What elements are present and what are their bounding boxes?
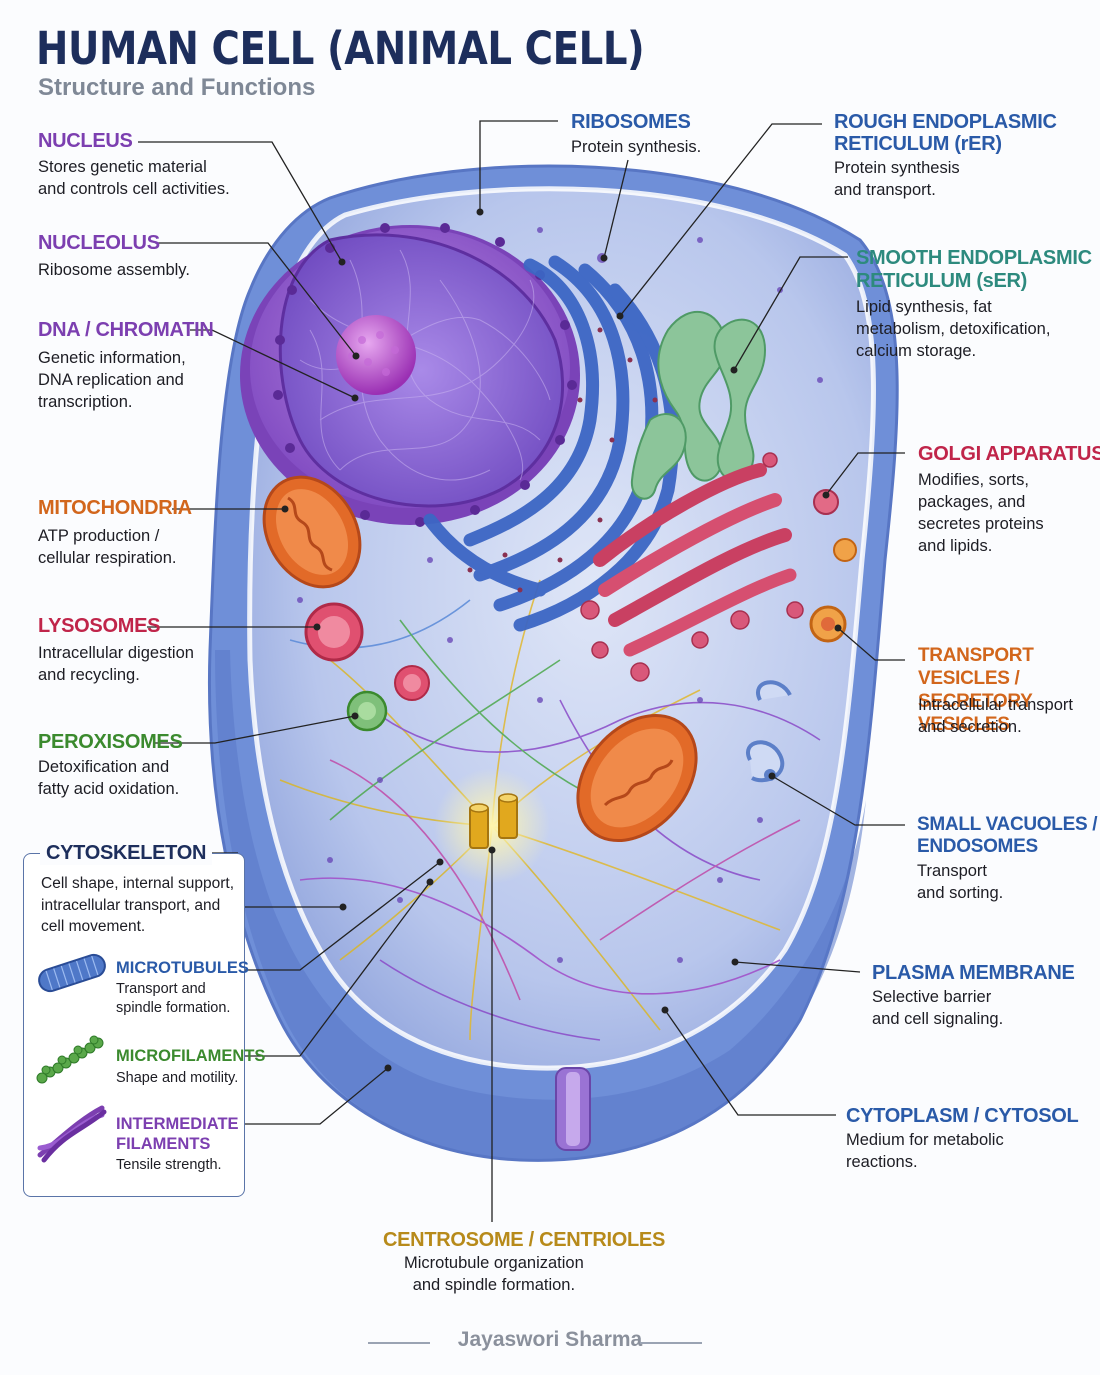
footer-rule-right (640, 1342, 702, 1344)
desc-mitochondria: ATP production / cellular respiration. (38, 527, 177, 567)
label-rough-er: ROUGH ENDOPLASMIC RETICULUM (rER) (834, 111, 1057, 155)
label-centrosome: CENTROSOME / CENTRIOLES (383, 1229, 666, 1251)
label-vacuoles-endosomes: SMALL VACUOLES / ENDOSOMES (917, 814, 1098, 857)
smooth-er-art (630, 310, 767, 500)
desc-cytoplasm: Medium for metabolic reactions. (846, 1131, 1004, 1171)
desc-transport-vesicles: Intracellular transport and secretion. (918, 696, 1073, 736)
desc-peroxisomes: Detoxification and fatty acid oxidation. (38, 758, 180, 798)
label-nucleus: NUCLEUS (38, 130, 133, 152)
desc-centrosome: Microtubule organization and spindle for… (404, 1254, 584, 1294)
label-microtubules: MICROTUBULES (116, 959, 249, 977)
mitochondrion-1 (262, 475, 362, 589)
desc-dna-chromatin: Genetic information, DNA replication and… (38, 349, 186, 411)
centrioles-art (469, 793, 518, 849)
microtubule-icon (38, 953, 106, 993)
label-plasma-membrane: PLASMA MEMBRANE (872, 962, 1075, 984)
golgi-secretory-vesicle (813, 489, 839, 515)
transport-vesicle-small (833, 538, 857, 562)
nucleus-art (240, 223, 580, 527)
centrosome-glow (434, 768, 550, 884)
desc-nucleolus: Ribosome assembly. (38, 261, 190, 279)
golgi-art (593, 463, 797, 657)
label-mitochondria: MITOCHONDRIA (38, 497, 192, 519)
desc-rough-er: Protein synthesis and transport. (834, 159, 960, 199)
intermediate-filament-icon (37, 1105, 107, 1163)
desc-golgi: Modifies, sorts, packages, and secretes … (918, 471, 1044, 555)
desc-nucleus: Stores genetic material and controls cel… (38, 158, 230, 198)
desc-ribosomes: Protein synthesis. (571, 138, 702, 156)
desc-intermediate-filaments: Tensile strength. (116, 1157, 222, 1173)
mitochondrion-2 (576, 713, 698, 843)
footer-author: Jayaswori Sharma (457, 1328, 643, 1351)
desc-smooth-er: Lipid synthesis, fat metabolism, detoxif… (856, 298, 1051, 360)
microfilament-icon (36, 1035, 104, 1084)
page-subtitle: Structure and Functions (38, 74, 316, 101)
label-smooth-er: SMOOTH ENDOPLASMIC RETICULUM (sER) (856, 247, 1092, 292)
label-microfilaments: MICROFILAMENTS (116, 1047, 266, 1065)
label-golgi: GOLGI APPARATUS (918, 443, 1100, 465)
desc-lysosomes: Intracellular digestion and recycling. (38, 644, 194, 684)
rough-er-ribosomes (467, 327, 663, 593)
footer-rule-left (368, 1342, 430, 1344)
desc-vacuoles-endosomes: Transport and sorting. (917, 862, 1004, 902)
cytoskeleton-icons (36, 953, 107, 1163)
label-nucleolus: NUCLEOLUS (38, 232, 160, 254)
label-lysosomes: LYSOSOMES (38, 615, 161, 637)
membrane-channel-art (555, 1067, 591, 1151)
label-transport-vesicles: TRANSPORT VESICLES / SECRETORY VESICLES (918, 645, 1034, 735)
label-intermediate-filaments: INTERMEDIATE FILAMENTS (116, 1115, 239, 1153)
label-peroxisomes: PEROXISOMES (38, 731, 183, 753)
label-cytoplasm: CYTOPLASM / CYTOSOL (846, 1105, 1079, 1127)
desc-microtubules: Transport and spindle formation. (116, 981, 231, 1016)
desc-cytoskeleton: Cell shape, internal support, intracellu… (41, 875, 235, 935)
desc-microfilaments: Shape and motility. (116, 1070, 239, 1086)
page-title: HUMAN CELL (ANIMAL CELL) (36, 22, 645, 75)
golgi-vesicles (580, 452, 804, 682)
label-ribosomes: RIBOSOMES (571, 111, 691, 133)
desc-plasma-membrane: Selective barrier and cell signaling. (872, 988, 1004, 1028)
label-dna-chromatin: DNA / CHROMATIN (38, 319, 214, 341)
label-cytoskeleton: CYTOSKELETON (40, 842, 213, 865)
